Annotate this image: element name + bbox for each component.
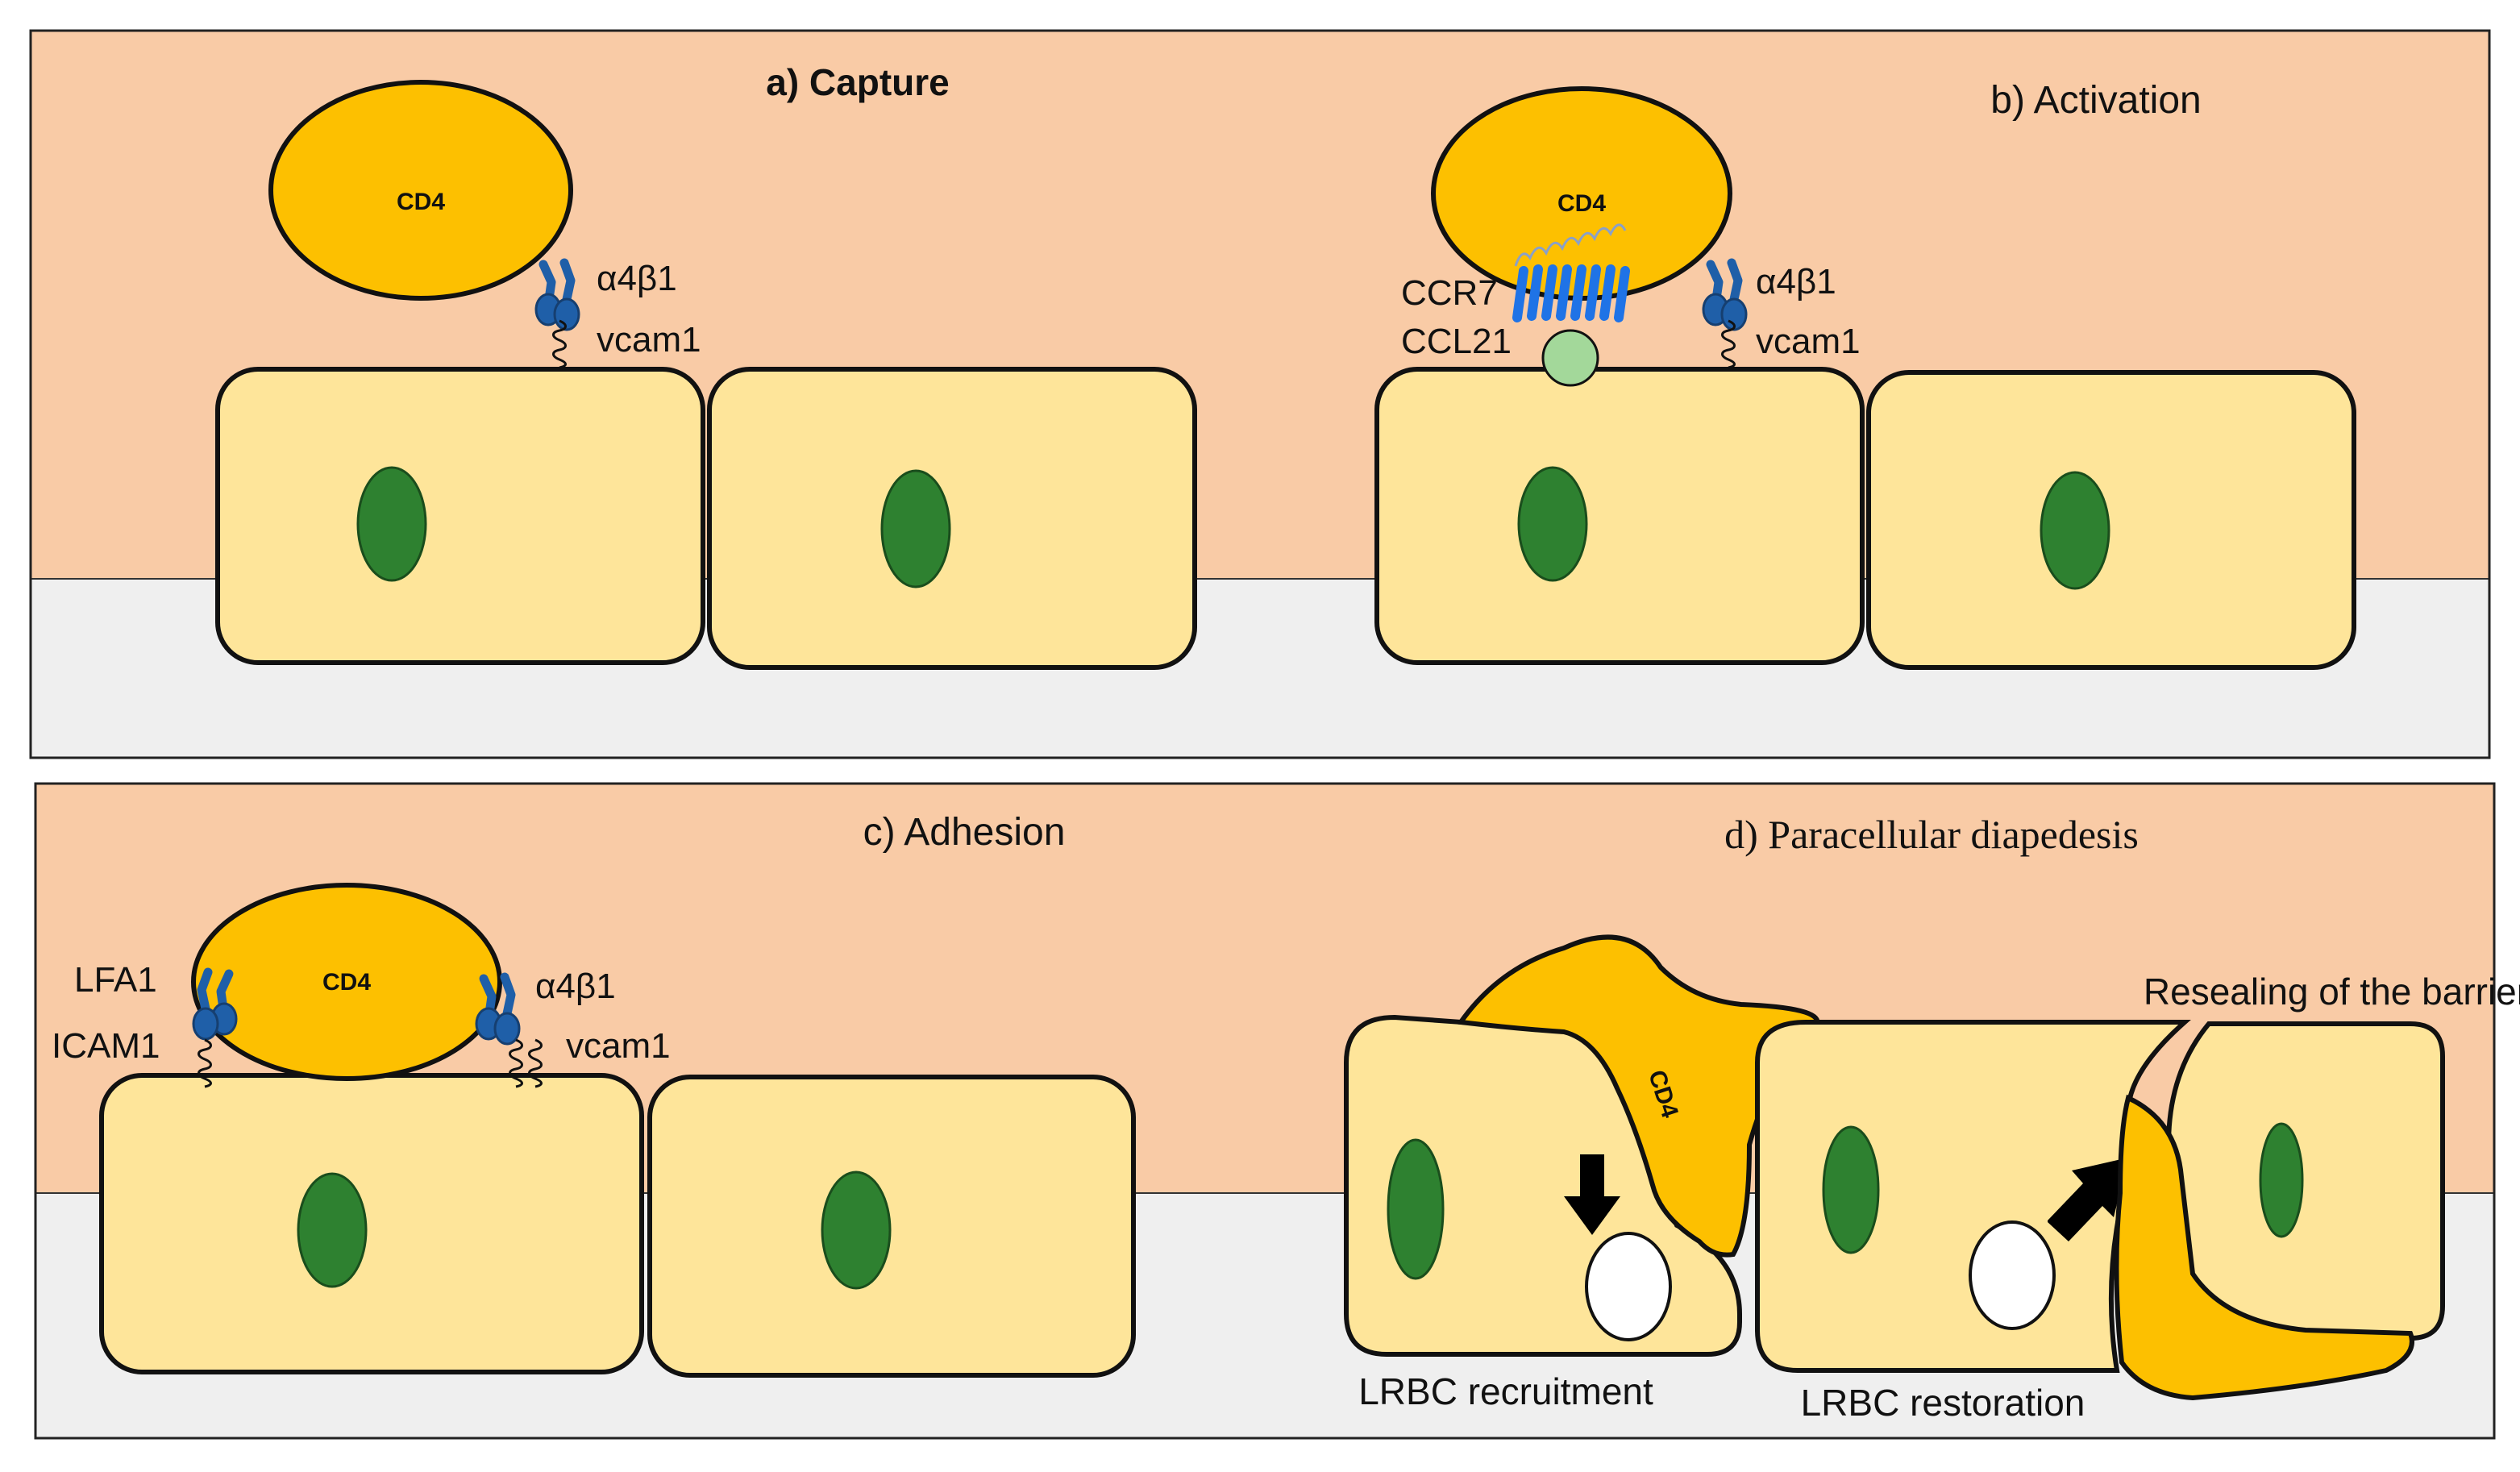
ccl21-label: CCL21 xyxy=(1401,322,1512,361)
nucleus xyxy=(356,466,427,582)
nucleus xyxy=(1822,1125,1880,1254)
vcam1-label: vcam1 xyxy=(566,1026,671,1066)
lrbc-cell xyxy=(1969,1220,2056,1330)
panel-d-title: d) Paracellular diapedesis xyxy=(1724,812,2139,857)
cd4-label: CD4 xyxy=(322,969,371,996)
seven-transmembrane-receptor-icon xyxy=(1512,223,1630,322)
endothelial-cell xyxy=(1866,370,2356,670)
panel-c-title: c) Adhesion xyxy=(863,811,1066,854)
nucleus xyxy=(2040,471,2110,590)
panel-b-title: b) Activation xyxy=(1990,79,2201,122)
icam1-label: ICAM1 xyxy=(52,1026,160,1066)
cd4-label: CD4 xyxy=(397,189,445,215)
nucleus xyxy=(880,469,951,588)
cd4-t-cell xyxy=(1456,934,1820,1258)
thick-arrow-icon xyxy=(2048,1158,2128,1241)
lfa1-label: LFA1 xyxy=(74,960,157,1000)
endothelial-cell xyxy=(707,367,1197,670)
endothelial-cell xyxy=(99,1073,644,1374)
panel-a-title: a) Capture xyxy=(766,61,949,103)
panel-d-paracellular-diapedesis: d) Paracellular diapedesis CD4 Resealing… xyxy=(1344,812,2520,1424)
nucleus xyxy=(821,1171,892,1290)
reseal-label: Resealing of the barrier xyxy=(2144,971,2520,1013)
vcam1-label: vcam1 xyxy=(597,320,701,360)
endothelial-cell xyxy=(1755,1020,2191,1373)
integrin-label: α4β1 xyxy=(597,259,677,298)
lrbc-cell xyxy=(1585,1232,1672,1341)
nucleus xyxy=(2259,1122,2304,1238)
cd4-label: CD4 xyxy=(1557,190,1606,217)
integrin-label: α4β1 xyxy=(1756,262,1836,301)
ccr7-label: CCR7 xyxy=(1401,273,1498,313)
endothelial-cell xyxy=(1374,367,1865,665)
top-panel-border xyxy=(29,29,2491,759)
nucleus xyxy=(1387,1138,1445,1280)
panel-c-adhesion: c) Adhesion CD4 LFA1 ICAM1 α4β1 vcam1 xyxy=(52,811,1136,1378)
panel-b-activation: b) Activation CD4 CCR7 CCL21 α4β1 vcam1 xyxy=(1374,79,2356,670)
lrbc-restoration-label: LRBC restoration xyxy=(1801,1382,2085,1424)
cd4-t-cell xyxy=(268,80,573,301)
panel-a-capture: a) Capture CD4 α4β1 vcam1 xyxy=(215,61,1197,670)
bottom-panel-border xyxy=(34,782,2496,1440)
endothelial-cell xyxy=(215,367,705,665)
cd4-t-cell xyxy=(2114,1094,2414,1401)
vcam1-label: vcam1 xyxy=(1756,322,1861,361)
endothelial-cell xyxy=(647,1075,1136,1378)
nucleus xyxy=(297,1172,368,1288)
cd4-t-cell xyxy=(191,883,502,1081)
ccl21-chemokine xyxy=(1541,329,1599,387)
lrbc-recruitment-label: LRBC recruitment xyxy=(1358,1370,1653,1412)
integrin-label: α4β1 xyxy=(535,967,616,1006)
nucleus xyxy=(1517,466,1588,582)
thick-arrow-icon xyxy=(1564,1154,1620,1235)
